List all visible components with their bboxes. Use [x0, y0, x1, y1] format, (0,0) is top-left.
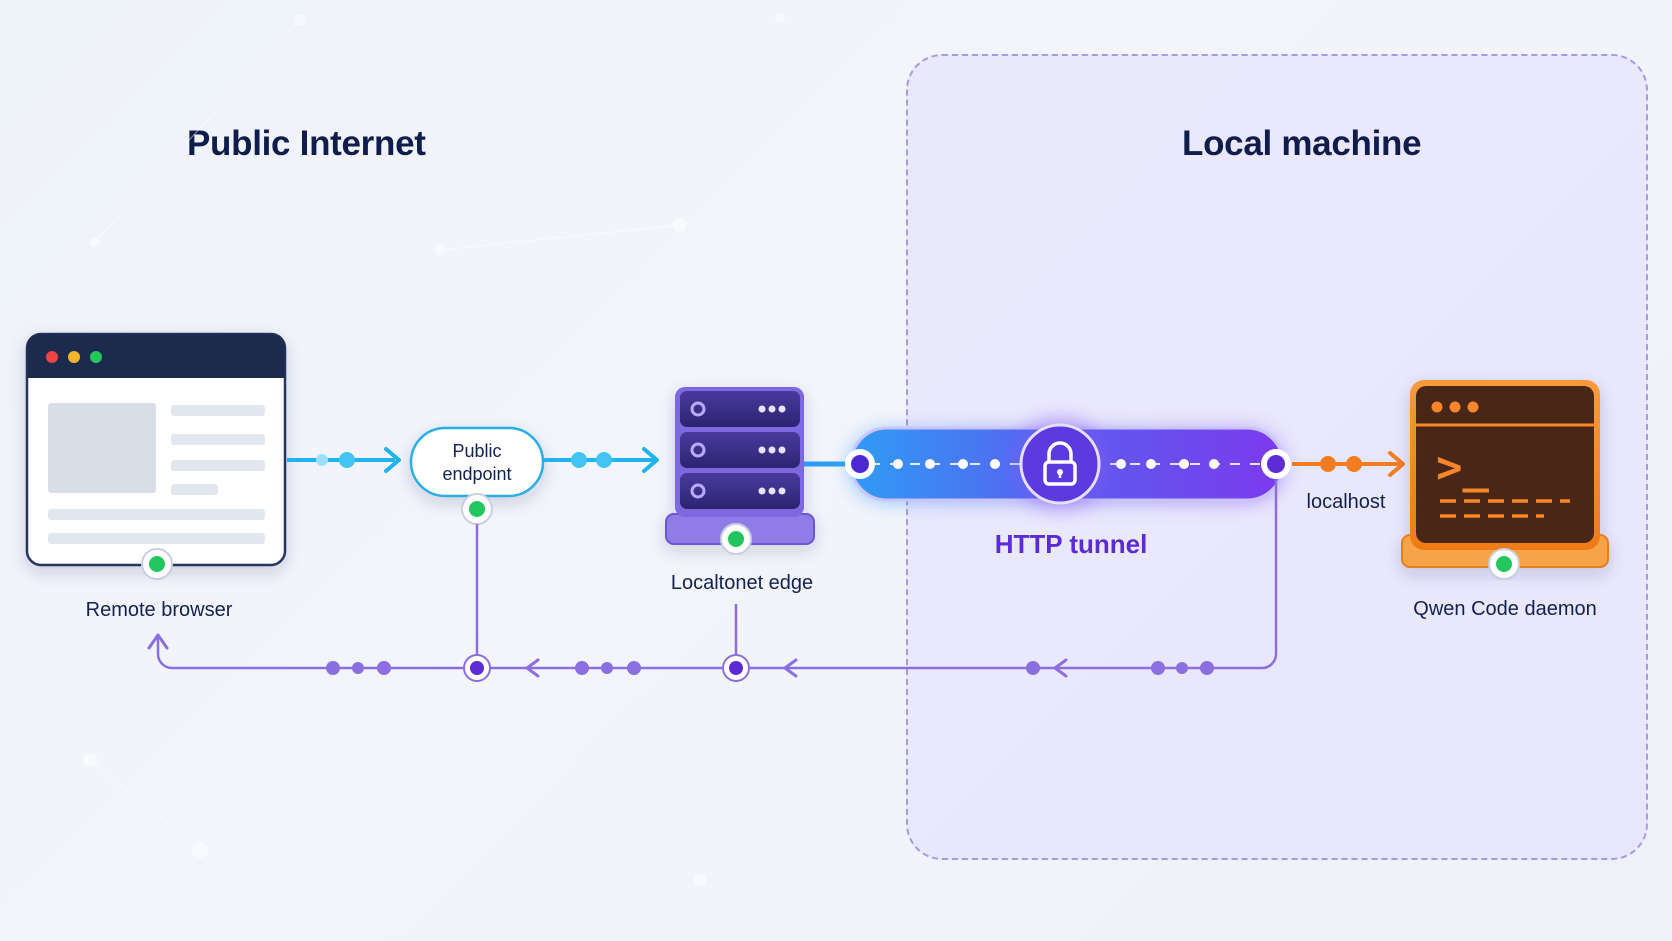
terminal-prompt: >_ — [1436, 442, 1489, 493]
background-network-pattern — [83, 13, 785, 886]
endpoint-status-dot — [461, 493, 493, 525]
return-path-dots — [326, 661, 1214, 675]
server-stack-icon — [665, 387, 815, 545]
endpoint-label-line1: Public — [452, 441, 502, 461]
localhost-connector — [1292, 451, 1405, 477]
return-junctions — [463, 654, 750, 682]
padlock-icon — [1014, 418, 1106, 510]
qwen-code-daemon-label: Qwen Code daemon — [1413, 598, 1597, 620]
forward-connector-endpoint-edge — [543, 447, 659, 473]
http-tunnel-label: HTTP tunnel — [994, 529, 1148, 559]
public-endpoint-label: Public endpoint — [442, 440, 511, 486]
daemon-status-dot — [1488, 548, 1520, 580]
local-machine-title: Local machine — [1182, 124, 1422, 163]
localhost-label: localhost — [1306, 491, 1386, 513]
endpoint-label-line2: endpoint — [442, 464, 512, 484]
browser-window-icon — [46, 351, 265, 544]
edge-status-dot — [720, 523, 752, 555]
browser-status-dot — [141, 548, 173, 580]
localtonet-edge-label: Localtonet edge — [670, 572, 814, 594]
forward-connector-browser-endpoint — [287, 447, 401, 473]
terminal-window-icon — [1401, 380, 1609, 568]
return-path — [147, 479, 1278, 678]
remote-browser-label: Remote browser — [85, 599, 233, 621]
public-internet-title: Public Internet — [187, 124, 426, 163]
